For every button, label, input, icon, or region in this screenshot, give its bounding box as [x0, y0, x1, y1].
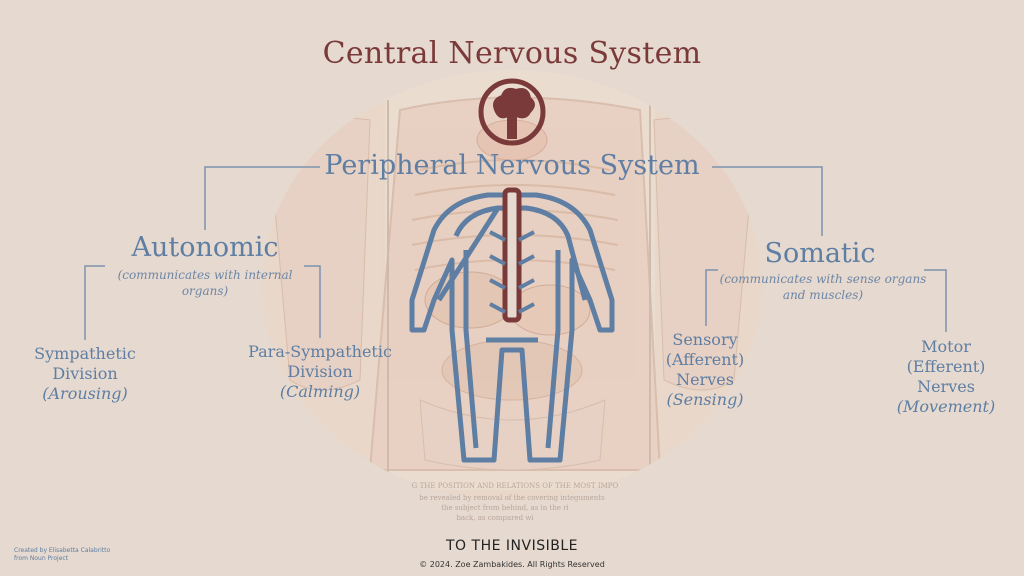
copyright: © 2024. Zoe Zambakides. All Rights Reser…	[419, 560, 605, 569]
sensory-function: (Sensing)	[666, 390, 744, 409]
connector-pns-somatic	[712, 166, 823, 236]
motor-nerves: Motor (Efferent) Nerves (Movement)	[893, 337, 999, 417]
credit-line-1: Created by Elisabetta Calabritto	[14, 547, 111, 554]
autonomic-desc-line-1: (communicates with internal	[117, 268, 293, 282]
caption-line-2: be revealed by removal of the covering i…	[419, 494, 605, 502]
peripheral-nervous-system-title: Peripheral Nervous System	[324, 150, 700, 181]
parasympathetic-function: (Calming)	[279, 382, 361, 401]
connector-sensory	[705, 269, 718, 326]
connector-sympathetic	[84, 265, 105, 340]
parasympathetic-division-label: Division	[287, 362, 353, 381]
connector-motor	[924, 269, 947, 332]
credit-line-2: from Noun Project	[14, 555, 69, 562]
sensory-nerves-label: Nerves	[676, 370, 734, 389]
afferent-label: (Afferent)	[665, 350, 745, 369]
connector-parasympathetic	[304, 265, 321, 338]
autonomic-desc-line-2: organs)	[181, 284, 229, 298]
parasympathetic-division: Para-Sympathetic Division (Calming)	[236, 342, 404, 402]
caption-line-3: the subject from behind, as in the ri	[441, 504, 569, 512]
somatic-desc-line-1: (communicates with sense organs	[719, 272, 927, 286]
autonomic-description: (communicates with internal organs)	[105, 267, 305, 299]
brand-name: TO THE INVISIBLE	[446, 538, 578, 554]
motor-nerves-label: Nerves	[917, 377, 975, 396]
caption-line-1: G THE POSITION AND RELATIONS OF THE MOST…	[412, 482, 619, 490]
autonomic-title: Autonomic	[131, 232, 279, 263]
sensory-nerves: Sensory (Afferent) Nerves (Sensing)	[655, 330, 755, 410]
spinal-cord-icon	[489, 187, 535, 323]
icon-credit: Created by Elisabetta Calabritto from No…	[14, 547, 110, 563]
somatic-title: Somatic	[764, 238, 876, 269]
brain-icon	[478, 78, 546, 146]
sympathetic-division: Sympathetic Division (Arousing)	[10, 344, 160, 404]
motor-label: Motor	[921, 337, 971, 356]
sympathetic-division-label: Division	[52, 364, 118, 383]
book-caption: G THE POSITION AND RELATIONS OF THE MOST…	[412, 482, 619, 522]
sympathetic-label: Sympathetic	[34, 344, 136, 363]
somatic-description: (communicates with sense organs and musc…	[718, 271, 928, 303]
motor-function: (Movement)	[896, 397, 996, 416]
central-nervous-system-title: Central Nervous System	[322, 36, 702, 71]
sympathetic-function: (Arousing)	[42, 384, 128, 403]
body-outline-icon	[409, 192, 615, 463]
somatic-desc-line-2: and muscles)	[782, 288, 864, 302]
efferent-label: (Efferent)	[906, 357, 986, 376]
connector-lines	[84, 166, 947, 340]
parasympathetic-label: Para-Sympathetic	[248, 342, 392, 361]
caption-line-4: back, as compared wi	[456, 514, 534, 522]
connector-pns-autonomic	[204, 166, 320, 230]
sensory-label: Sensory	[672, 330, 738, 349]
